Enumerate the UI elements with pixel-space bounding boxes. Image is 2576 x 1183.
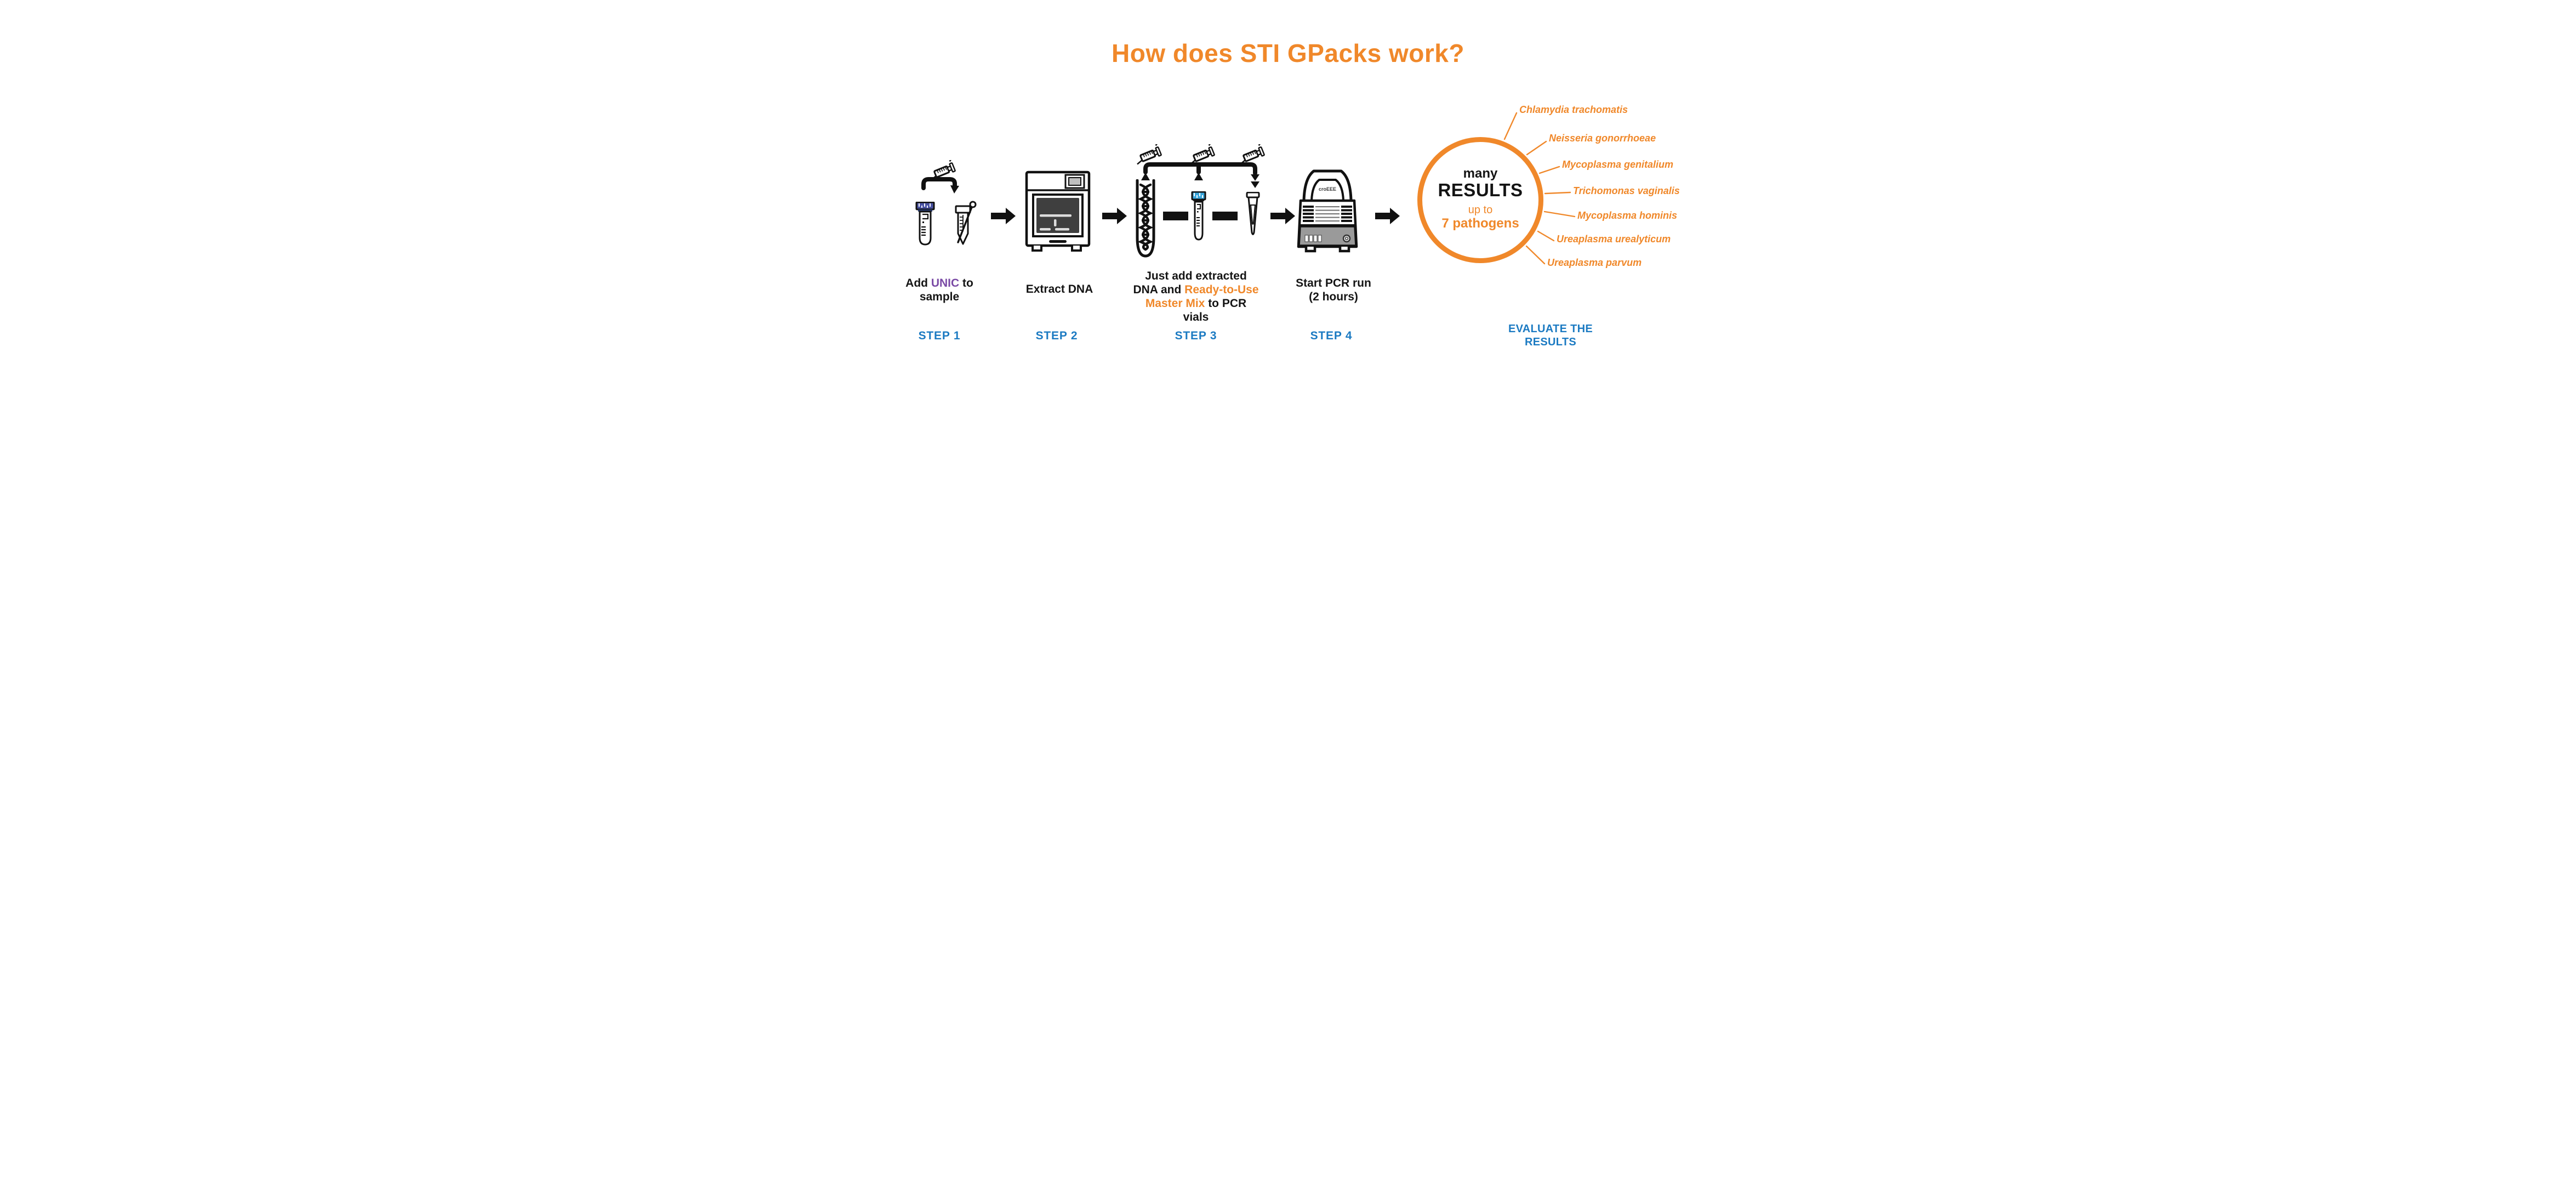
results-line-count: 7 pathogens xyxy=(1441,216,1519,231)
pipette-icon xyxy=(931,160,956,181)
connector-line xyxy=(1543,211,1576,218)
pipette-icon xyxy=(1137,144,1162,165)
caption-text: DNA and xyxy=(1133,283,1185,296)
arrow-bar xyxy=(991,213,1006,219)
swab-tube-icon xyxy=(955,201,977,245)
step4-caption-line2: (2 hours) xyxy=(1309,291,1358,303)
pathogen-label: Trichomonas vaginalis xyxy=(1573,185,1680,196)
connector-line xyxy=(1526,140,1547,156)
pcr-vial-icon xyxy=(1246,192,1260,235)
flow-arrow-icon xyxy=(1102,208,1127,224)
pathogen-label: Ureaplasma parvum xyxy=(1547,257,1642,268)
step2-label: STEP 2 xyxy=(1035,329,1078,342)
arrow-bar xyxy=(1270,213,1286,219)
flow-arrow-icon xyxy=(1375,208,1400,224)
arrow-head xyxy=(1117,208,1127,224)
caption-text: to PCR vials xyxy=(1183,297,1247,323)
evaluate-line2: RESULTS xyxy=(1525,336,1576,348)
arrow-head xyxy=(1006,208,1016,224)
infographic-canvas: How does STI GPacks work? xyxy=(858,0,1718,395)
pipette-icon xyxy=(1190,144,1215,165)
page-title: How does STI GPacks work? xyxy=(1112,39,1464,67)
ready-to-use-highlight: Ready-to-Use xyxy=(1184,283,1259,296)
connector-line xyxy=(1525,245,1546,265)
evaluate-line1: EVALUATE THE xyxy=(1508,323,1593,335)
results-line-results: RESULTS xyxy=(1438,180,1523,200)
step3-caption-line3: Master Mix to PCR vials xyxy=(1132,297,1259,324)
sample-tube-icon xyxy=(915,202,935,246)
caption-text: Add xyxy=(905,277,931,289)
results-line-upto: up to xyxy=(1468,204,1493,216)
arrow-bar xyxy=(1375,213,1390,219)
pathogen-label: Ureaplasma urealyticum xyxy=(1557,234,1671,244)
mix-tube-icon xyxy=(1191,191,1206,241)
connector-line xyxy=(1503,112,1518,140)
step1-caption-line2: sample xyxy=(919,291,960,303)
arrow-head xyxy=(1285,208,1295,224)
pathogen-label: Mycoplasma genitalium xyxy=(1562,159,1674,170)
step3-caption: Just add extracted DNA and Ready-to-Use … xyxy=(1132,269,1259,324)
dna-tube-icon xyxy=(1136,179,1155,258)
extraction-machine-icon xyxy=(1025,170,1091,252)
flow-dash xyxy=(1163,212,1188,220)
arrow-bar xyxy=(1102,213,1118,219)
step1-label: STEP 1 xyxy=(918,329,961,342)
caption-text: to xyxy=(959,277,973,289)
step3-caption-line2: DNA and Ready-to-Use xyxy=(1132,283,1259,297)
step2-caption: Extract DNA xyxy=(1025,283,1093,295)
step1-caption-line1: Add UNIC to xyxy=(880,276,999,290)
step1-caption: Add UNIC to sample xyxy=(880,276,999,304)
unic-highlight: UNIC xyxy=(931,277,960,289)
flow-arrow-icon xyxy=(991,208,1016,224)
step4-label: STEP 4 xyxy=(1310,329,1353,342)
flow-dash xyxy=(1212,212,1238,220)
thermocycler-lid-label: croEEE xyxy=(1319,186,1336,192)
pathogen-label: Chlamydia trachomatis xyxy=(1519,104,1628,115)
step4-caption: Start PCR run (2 hours) xyxy=(1274,276,1393,304)
arrow-head xyxy=(1390,208,1400,224)
thermocycler-icon: croEEE xyxy=(1297,169,1358,253)
connector-line xyxy=(1538,166,1560,174)
pathogen-label: Neisseria gonorrhoeae xyxy=(1549,133,1656,144)
step4-caption-line1: Start PCR run xyxy=(1296,277,1371,289)
connector-line xyxy=(1537,230,1555,242)
connector-line xyxy=(1544,191,1571,195)
step3-caption-line1: Just add extracted xyxy=(1145,270,1247,282)
pipette-icon xyxy=(1240,144,1265,165)
bracket-arrow-icon xyxy=(1141,162,1259,188)
results-circle: many RESULTS up to 7 pathogens xyxy=(1417,137,1543,263)
results-line-many: many xyxy=(1463,166,1498,181)
evaluate-results-label: EVALUATE THE RESULTS xyxy=(1496,322,1605,349)
step3-label: STEP 3 xyxy=(1175,329,1217,342)
master-mix-highlight: Master Mix xyxy=(1145,297,1205,310)
pathogen-label: Mycoplasma hominis xyxy=(1577,210,1678,221)
flow-arrow-icon xyxy=(1270,208,1296,224)
